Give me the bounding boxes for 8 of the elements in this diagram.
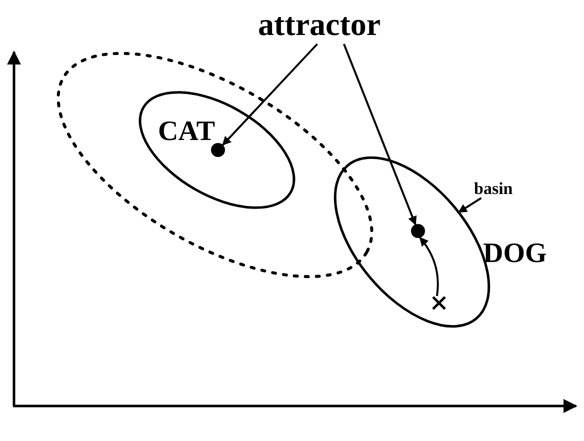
category-label: CAT bbox=[158, 118, 216, 146]
arrow bbox=[458, 197, 482, 214]
arrow bbox=[419, 237, 439, 296]
arrow bbox=[343, 44, 417, 226]
arrow bbox=[222, 43, 318, 146]
basin-label: basin bbox=[474, 180, 513, 197]
category-label: DOG bbox=[483, 240, 547, 268]
attractor-label: attractor bbox=[258, 8, 381, 40]
